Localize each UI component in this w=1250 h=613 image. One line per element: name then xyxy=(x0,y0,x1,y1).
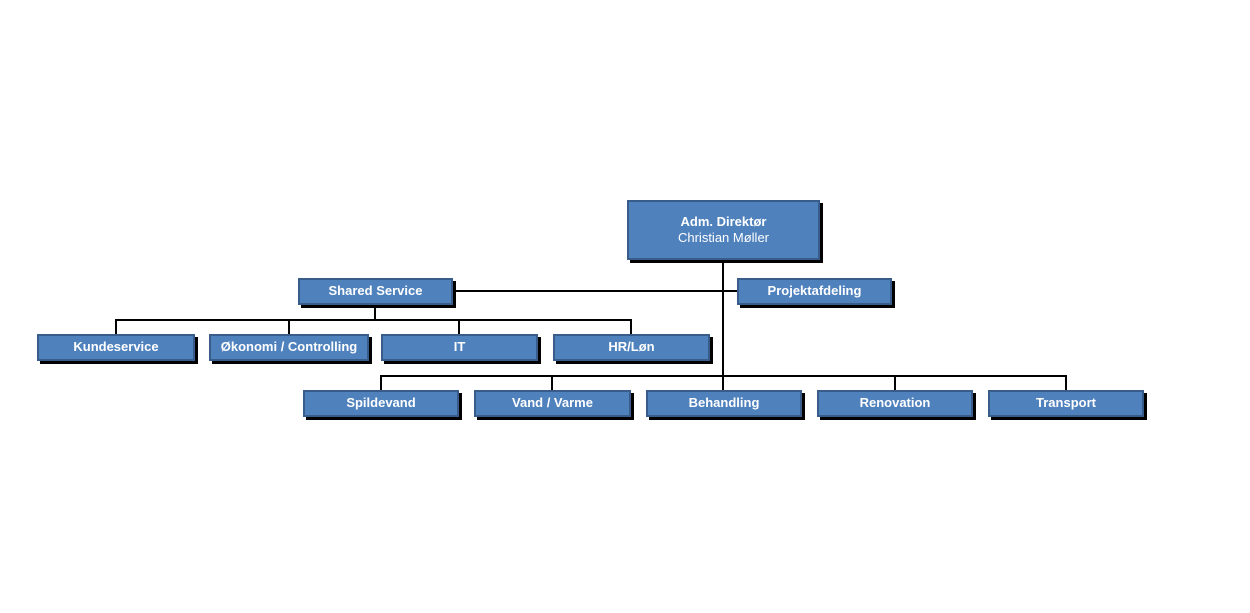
connector-renovation-drop xyxy=(894,375,896,390)
connector-shared-drop xyxy=(374,305,376,321)
connector-director-drop xyxy=(722,260,724,390)
node-okonomi-controlling: Økonomi / Controlling xyxy=(209,334,369,361)
node-hr-lon-label: HR/Løn xyxy=(608,339,655,355)
connector-it-drop xyxy=(458,319,460,334)
node-shared-service: Shared Service xyxy=(298,278,453,305)
node-vand-varme: Vand / Varme xyxy=(474,390,631,417)
node-shared-service-label: Shared Service xyxy=(328,283,423,299)
node-it-label: IT xyxy=(453,339,466,355)
node-renovation-label: Renovation xyxy=(859,395,931,411)
node-spildevand-label: Spildevand xyxy=(346,395,416,411)
node-adm-direktor-title: Adm. Direktør xyxy=(680,213,767,229)
connector-level4-bus xyxy=(380,375,1067,377)
node-behandling-label: Behandling xyxy=(688,395,760,411)
node-projektafdeling: Projektafdeling xyxy=(737,278,892,305)
node-kundeservice: Kundeservice xyxy=(37,334,195,361)
node-adm-direktor: Adm. Direktør Christian Møller xyxy=(627,200,820,260)
node-kundeservice-label: Kundeservice xyxy=(73,339,159,355)
node-hr-lon: HR/Løn xyxy=(553,334,710,361)
node-vand-varme-label: Vand / Varme xyxy=(512,395,593,411)
node-transport-label: Transport xyxy=(1036,395,1096,411)
connector-spildevand-drop xyxy=(380,375,382,390)
connector-okonomi-drop xyxy=(288,319,290,334)
node-transport: Transport xyxy=(988,390,1144,417)
node-adm-direktor-name: Christian Møller xyxy=(677,230,769,245)
node-behandling: Behandling xyxy=(646,390,802,417)
connector-vandvarme-drop xyxy=(551,375,553,390)
connector-transport-drop xyxy=(1065,375,1067,390)
connector-shared-projekt xyxy=(453,290,737,292)
node-okonomi-controlling-label: Økonomi / Controlling xyxy=(220,339,358,355)
connector-level3-bus xyxy=(115,319,632,321)
node-projektafdeling-label: Projektafdeling xyxy=(767,283,862,299)
connector-kundeservice-drop xyxy=(115,319,117,334)
connector-hrlon-drop xyxy=(630,319,632,334)
node-it: IT xyxy=(381,334,538,361)
node-spildevand: Spildevand xyxy=(303,390,459,417)
node-renovation: Renovation xyxy=(817,390,973,417)
